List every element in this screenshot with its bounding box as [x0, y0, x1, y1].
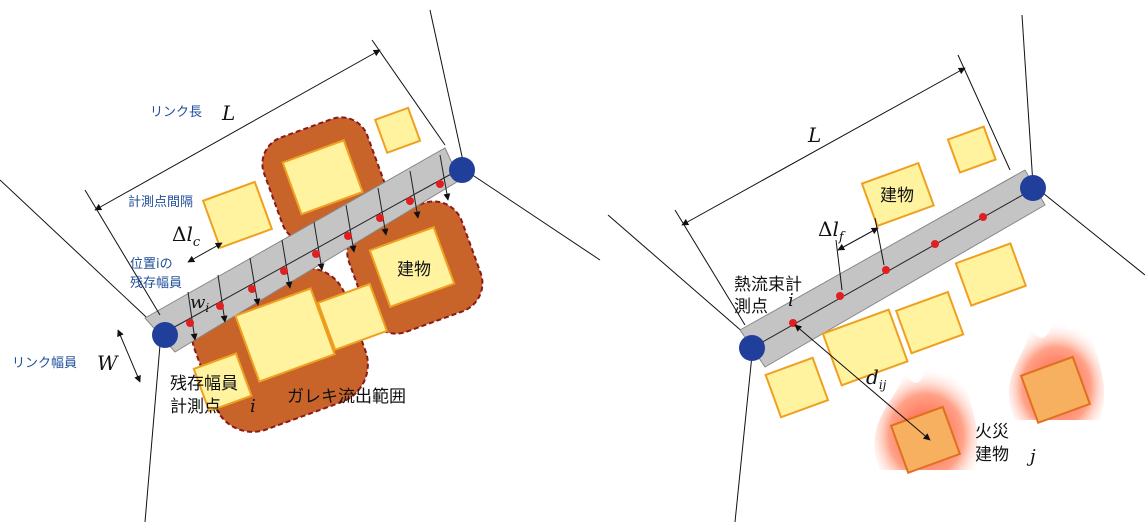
extension-line	[835, 239, 843, 291]
link-length-dimension	[681, 67, 966, 226]
measure-points	[186, 180, 444, 327]
extension-line	[874, 217, 885, 266]
building	[1019, 355, 1092, 425]
measure-point	[376, 214, 384, 222]
boundary-line	[429, 9, 466, 171]
link-length-dimension	[94, 49, 381, 211]
measure-point	[186, 319, 194, 327]
building	[316, 282, 389, 352]
building	[894, 290, 965, 355]
residual-at-i-label-line1: 位置iの	[130, 257, 173, 272]
interval-symbol: Δlc	[172, 222, 201, 250]
link-node	[449, 157, 475, 183]
interval-dimension	[837, 227, 879, 251]
building	[954, 242, 1028, 307]
distance-arrow	[794, 324, 931, 441]
measure-point	[931, 240, 939, 248]
measure-point	[436, 180, 444, 188]
measure-point	[280, 267, 288, 275]
building	[764, 356, 830, 419]
fire-building-j: j	[1026, 446, 1036, 467]
measure-point	[882, 266, 890, 274]
extension-line	[957, 54, 1011, 171]
heat-flux-i: i	[788, 290, 794, 311]
link-length-symbol: L	[807, 123, 821, 147]
heat-flux-label-line2: 測点	[734, 297, 768, 317]
building-label: 建物	[397, 260, 431, 280]
boundary-line	[0, 179, 161, 331]
measure-point	[312, 250, 320, 258]
link-length-label: リンク長	[150, 105, 202, 120]
distance-symbol: dij	[866, 365, 887, 392]
measure-point	[344, 232, 352, 240]
measure-point	[836, 292, 844, 300]
interval-label: 計測点間隔	[128, 194, 193, 210]
link-node	[1020, 175, 1046, 201]
building	[368, 225, 456, 309]
interval-dimension	[187, 242, 223, 263]
boundary-line	[734, 354, 753, 522]
measure-point	[216, 302, 224, 310]
measure-point	[248, 285, 256, 293]
measure-point-label-line1: 残存幅員	[170, 374, 238, 394]
building	[201, 180, 274, 250]
fire-building-label-line1: 火災	[975, 422, 1009, 442]
road-centerline	[751, 187, 1036, 349]
building	[234, 287, 336, 383]
left-diagram: リンク長 L 計測点間隔 Δlc 位置iの 残存幅員 wi リンク幅員 W 建物…	[0, 9, 601, 522]
building	[192, 352, 253, 413]
extension-line	[371, 39, 446, 146]
measure-point-i: i	[250, 396, 256, 417]
boundary-line	[1032, 184, 1145, 276]
link-width-dimension	[117, 329, 141, 383]
boundary-line	[1021, 14, 1034, 186]
link-node	[152, 322, 178, 348]
measure-point-label-line2: 計測点	[170, 397, 221, 417]
building-label: 建物	[880, 186, 914, 206]
link-node	[739, 335, 765, 361]
wi-symbol: wi	[190, 292, 209, 315]
building	[946, 125, 997, 174]
link-length-symbol: L	[221, 101, 235, 125]
link-width-label: リンク幅員	[12, 356, 77, 371]
residual-at-i-label-line2: 残存幅員	[130, 276, 182, 291]
right-diagram: L 建物 Δlf 熱流束計 測点 i dij 火災 建物 j	[607, 14, 1145, 522]
measure-point	[979, 213, 987, 221]
extension-line	[84, 189, 161, 316]
boundary-line	[144, 344, 161, 522]
boundary-line	[464, 169, 601, 261]
heat-flux-points	[789, 213, 987, 327]
link-width-symbol: W	[97, 351, 119, 375]
fire-building-label-line2: 建物	[975, 445, 1009, 465]
residual-width-arrows	[187, 154, 451, 341]
interval-symbol: Δlf	[818, 217, 846, 245]
boundary-line	[607, 214, 753, 341]
road-centerline	[159, 167, 463, 336]
building	[373, 106, 422, 155]
extension-line	[674, 209, 746, 326]
heat-flux-label-line1: 熱流束計	[734, 275, 802, 295]
measure-point	[406, 197, 414, 205]
debris-label: ガレキ流出範囲	[287, 387, 406, 407]
